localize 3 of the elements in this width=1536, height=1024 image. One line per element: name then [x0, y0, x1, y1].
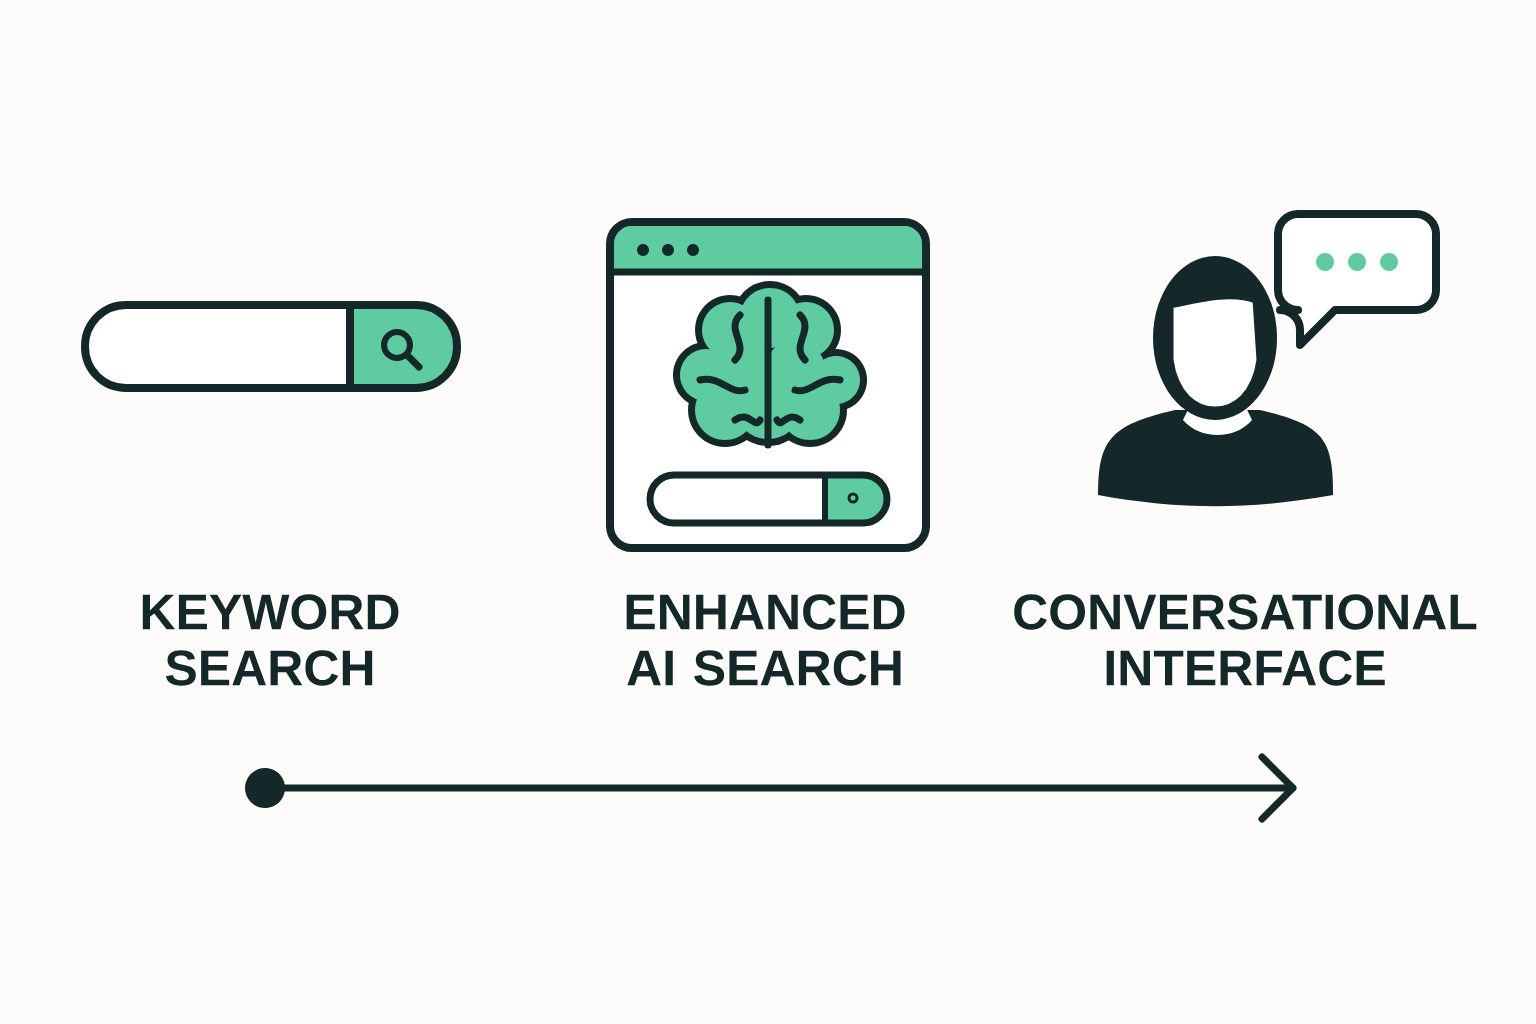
- stage-label: KEYWORD SEARCH: [142, 594, 399, 686]
- stage-label: ENHANCED AI SEARCH: [626, 594, 905, 686]
- stage-label: CONVERSATIONAL INTERFACE: [1014, 594, 1477, 686]
